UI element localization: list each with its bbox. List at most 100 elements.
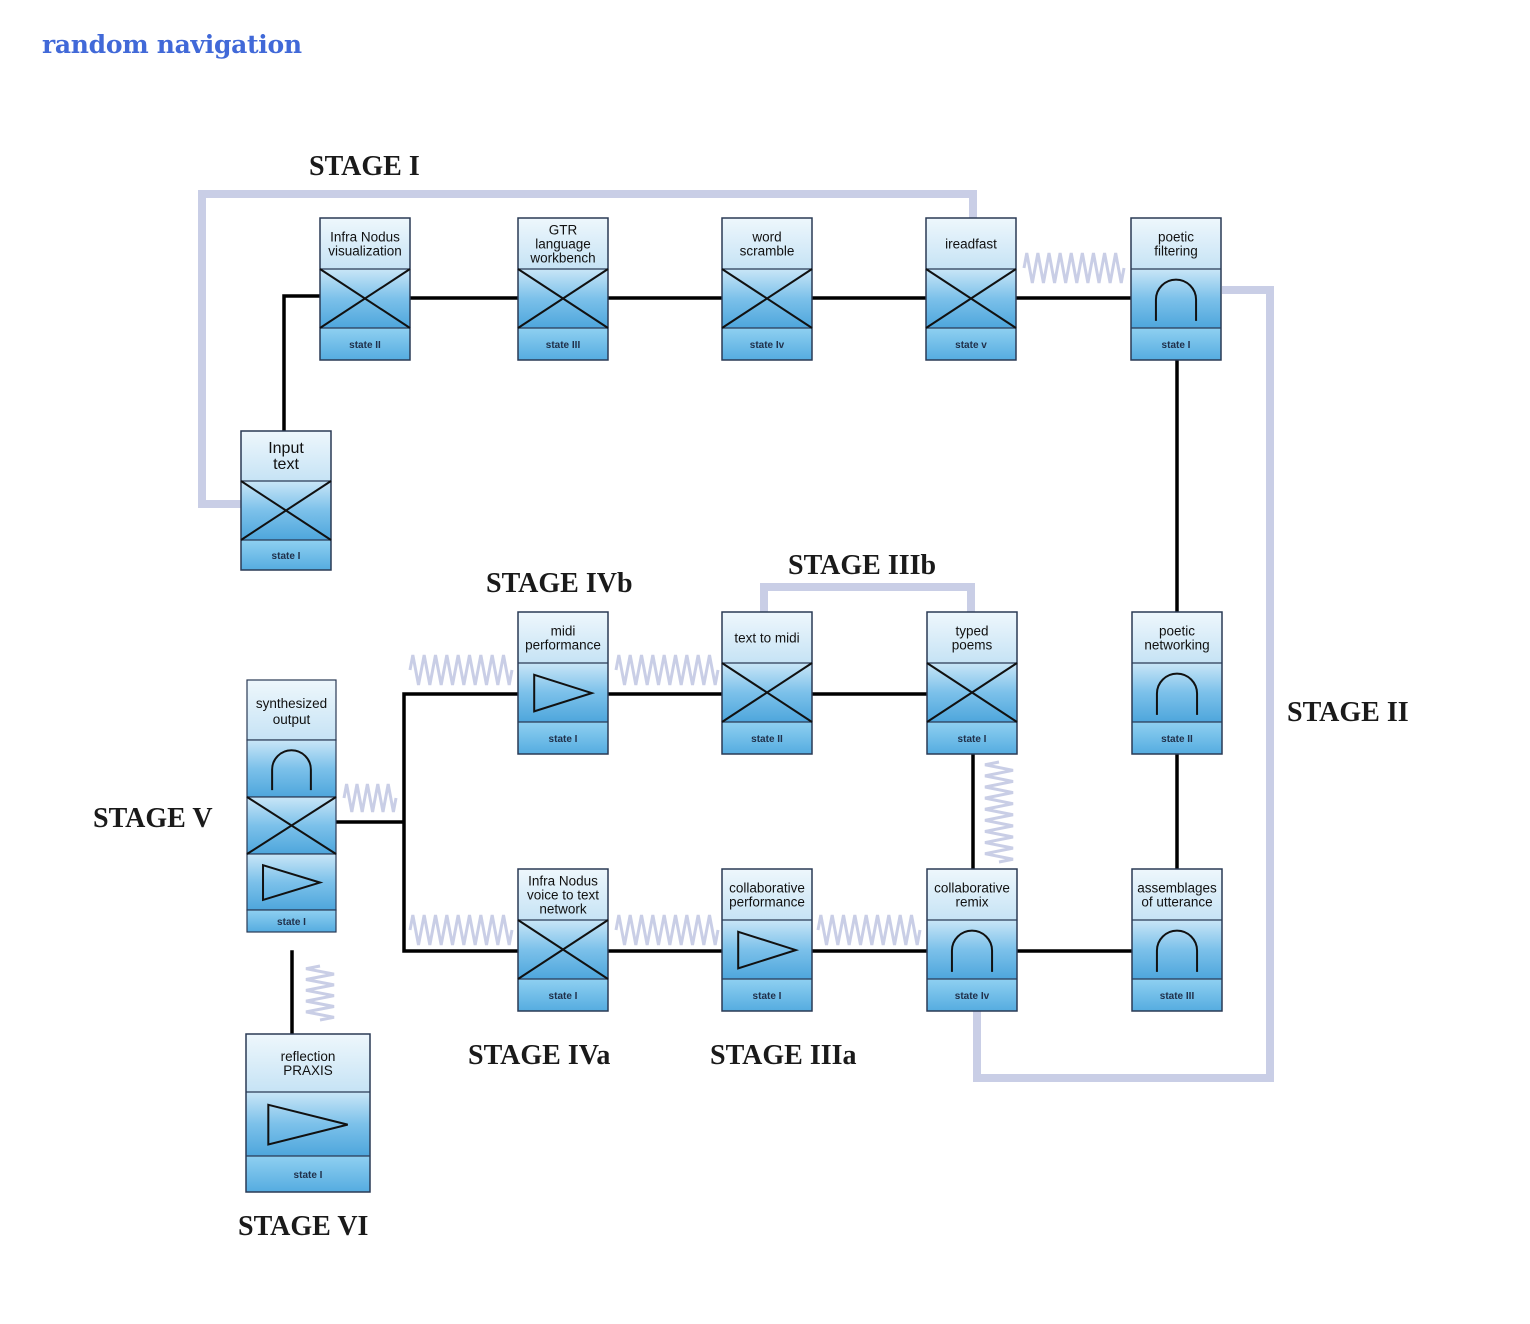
box-state-label: state II bbox=[751, 734, 783, 745]
spring-v-vi bbox=[305, 964, 335, 1022]
box-title-area bbox=[927, 869, 1017, 920]
arch-icon bbox=[1154, 278, 1198, 321]
box-title-area bbox=[1132, 869, 1222, 920]
box-state-area bbox=[722, 979, 812, 1011]
box-symbol-area bbox=[1132, 920, 1222, 979]
box-title-area bbox=[926, 218, 1016, 269]
box-title-area bbox=[320, 218, 410, 269]
arch-icon bbox=[950, 929, 994, 972]
box-title-line: networking bbox=[1144, 638, 1209, 653]
box-title-line: visualization bbox=[328, 244, 402, 259]
stage-label-iva: STAGE IVa bbox=[468, 1040, 610, 1071]
box-title-line: workbench bbox=[529, 251, 595, 266]
box-title-line: of utterance bbox=[1141, 895, 1212, 910]
box-title-line: synthesized bbox=[256, 696, 327, 711]
triangle-icon bbox=[533, 673, 596, 713]
box-title-line: output bbox=[273, 712, 311, 727]
box-state-label: state I bbox=[753, 991, 782, 1002]
box-state-label: state II bbox=[349, 340, 381, 351]
box-title-line: Infra Nodus bbox=[330, 230, 400, 245]
box-state-label: state I bbox=[1162, 340, 1191, 351]
box-state-area bbox=[927, 722, 1017, 754]
stage-label-vi: STAGE VI bbox=[238, 1211, 368, 1242]
spring-collabperf-remix bbox=[816, 914, 922, 946]
wire-input-infranodus bbox=[282, 294, 323, 434]
feedback-loop-stage-i bbox=[198, 190, 977, 508]
box-state-label: state II bbox=[1161, 734, 1193, 745]
box-title-area bbox=[1131, 218, 1221, 269]
box-state-label: state I bbox=[549, 991, 578, 1002]
box-state-label: state III bbox=[1160, 991, 1195, 1002]
spring-iva-entry bbox=[408, 914, 514, 946]
random-navigation-link[interactable]: random navigation bbox=[42, 30, 302, 59]
box-title-line: midi bbox=[551, 624, 576, 639]
box-state-label: state I bbox=[277, 917, 306, 928]
box-title-line: word bbox=[751, 230, 781, 245]
stage-label-i: STAGE I bbox=[309, 151, 420, 182]
triangle-icon bbox=[737, 930, 800, 970]
cross-icon bbox=[240, 480, 332, 541]
box-title-line: collaborative bbox=[729, 881, 805, 896]
box-title-line: reflection bbox=[281, 1049, 336, 1064]
triangle-icon bbox=[267, 1103, 348, 1146]
box-title-line: remix bbox=[956, 895, 989, 910]
box-state-area bbox=[518, 979, 608, 1011]
arch-icon bbox=[1155, 929, 1199, 972]
box-title-line: typed bbox=[955, 624, 988, 639]
box-state-label: state I bbox=[272, 551, 301, 562]
cross-icon bbox=[926, 662, 1018, 723]
feedback-loop-stage-ii bbox=[973, 286, 1274, 1082]
box-state-area bbox=[246, 1156, 370, 1192]
box-title-line: network bbox=[539, 902, 587, 917]
box-title-line: language bbox=[535, 237, 591, 252]
box-state-area bbox=[722, 328, 812, 360]
cross-icon bbox=[925, 268, 1017, 329]
spring-typed-remix bbox=[984, 760, 1014, 864]
box-title-line: poetic bbox=[1159, 624, 1195, 639]
box-title-area bbox=[518, 218, 608, 269]
spring-ireadfast-filtering bbox=[1022, 252, 1126, 284]
box-title-area bbox=[722, 218, 812, 269]
stage-label-v: STAGE V bbox=[93, 803, 213, 834]
arch-icon bbox=[271, 749, 312, 791]
spring-midi-textmidi bbox=[614, 654, 720, 686]
box-title-area bbox=[722, 612, 812, 663]
box-title-line: poems bbox=[952, 638, 993, 653]
box-state-area bbox=[1132, 722, 1222, 754]
cross-icon bbox=[517, 268, 609, 329]
box-title-line: collaborative bbox=[934, 881, 1010, 896]
box-title-line: assemblages bbox=[1137, 881, 1217, 896]
box-state-label: state I bbox=[294, 1170, 323, 1181]
box-state-area bbox=[518, 722, 608, 754]
box-title-area bbox=[241, 431, 331, 481]
feedback-loops bbox=[198, 190, 1274, 1082]
stage-label-iiib: STAGE IIIb bbox=[788, 550, 936, 581]
box-title-line: PRAXIS bbox=[283, 1063, 333, 1078]
box-state-label: state Iv bbox=[955, 991, 990, 1002]
box-title-area bbox=[518, 869, 608, 920]
feedback-loop-stage-iiib bbox=[760, 583, 975, 612]
cross-icon bbox=[721, 268, 813, 329]
box-title-line: GTR bbox=[549, 223, 578, 238]
cross-icon bbox=[721, 662, 813, 723]
stage-label-ii: STAGE II bbox=[1287, 697, 1409, 728]
box-state-area bbox=[1132, 979, 1222, 1011]
box-title-area bbox=[927, 612, 1017, 663]
triangle-icon bbox=[262, 863, 324, 902]
box-state-area bbox=[320, 328, 410, 360]
